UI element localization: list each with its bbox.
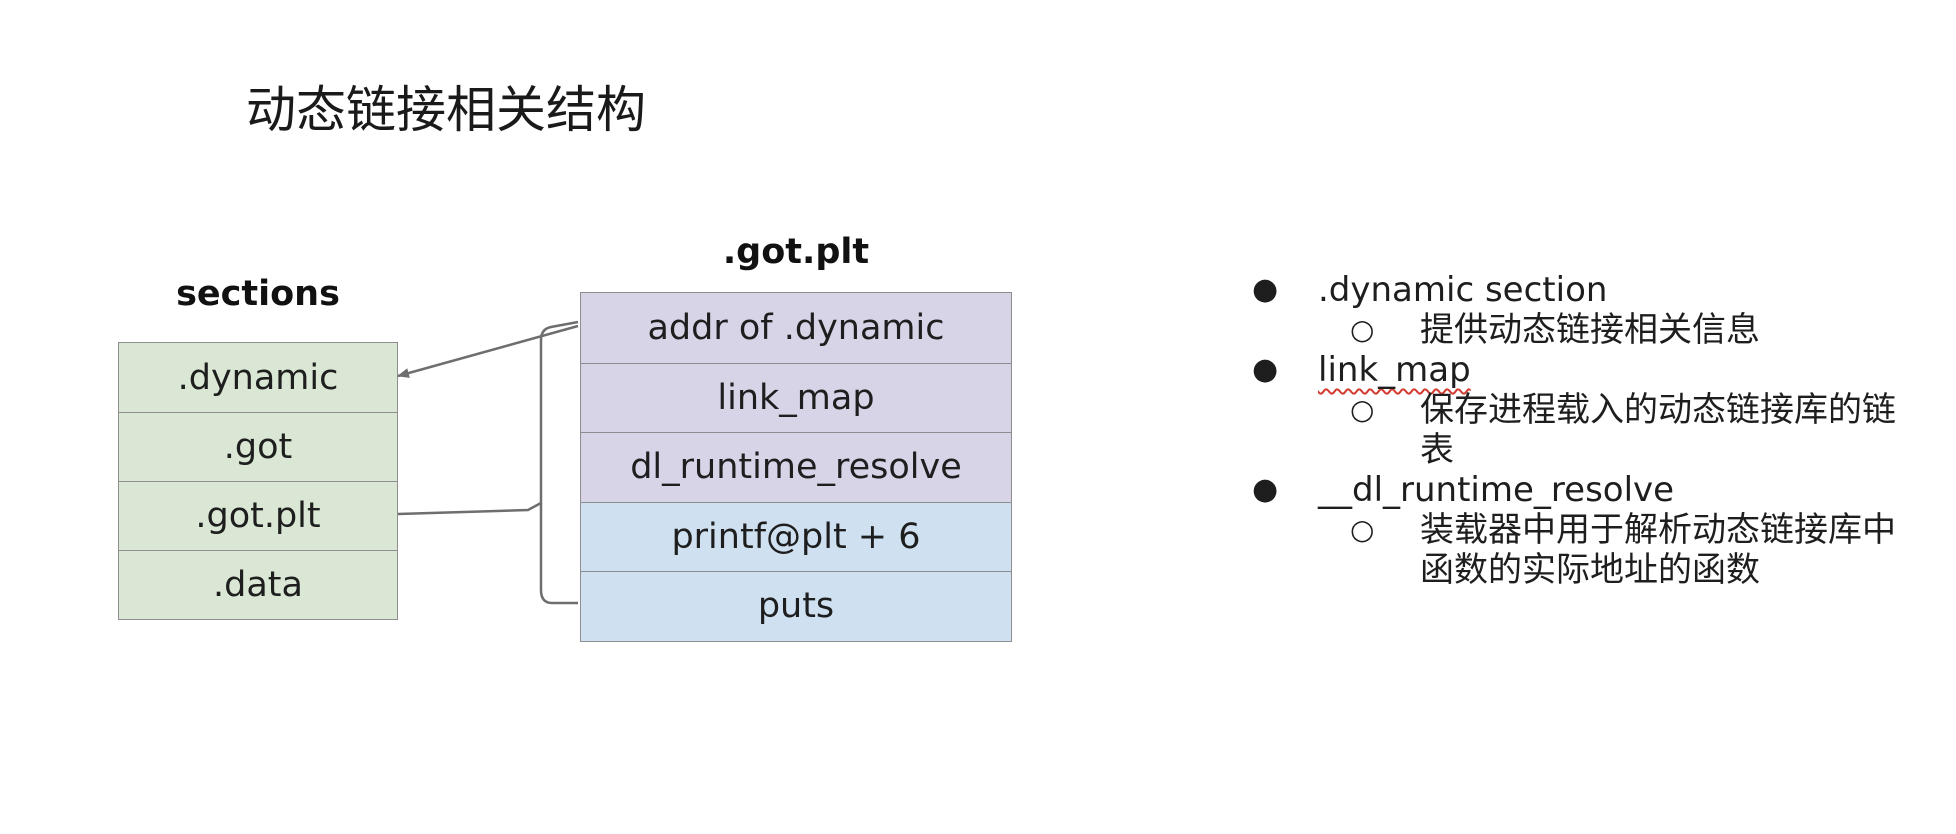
got-plt-table: addr of .dynamic link_map dl_runtime_res… [580,292,1012,642]
dynamic-arrow [397,324,579,378]
sections-header: sections [176,274,340,314]
got-plt-entry-addr-of-dynamic: addr of .dynamic [581,293,1011,363]
sub-bullet-circle-icon: ○ [1350,393,1375,426]
bullet-dot-icon: ● [1252,352,1279,387]
bullet-desc: 提供动态链接相关信息 [1420,310,1760,350]
got-plt-entry-dl-runtime-resolve: dl_runtime_resolve [581,432,1011,502]
bullet-term: __dl_runtime_resolve [1318,470,1675,510]
sub-bullet-circle-icon: ○ [1350,313,1375,346]
sub-bullet-dynamic-section: ○ 提供动态链接相关信息 [1240,310,1940,350]
sub-bullet-circle-icon: ○ [1350,513,1375,546]
bullet-link-map: ● link_map [1240,350,1940,390]
section-got-plt: .got.plt [119,481,397,550]
sub-bullet-link-map: ○ 保存进程载入的动态链接库的链表 [1240,390,1940,470]
section-dynamic: .dynamic [119,343,397,412]
slide-title: 动态链接相关结构 [246,81,646,139]
bullet-dot-icon: ● [1252,472,1279,507]
bullet-desc: 保存进程载入的动态链接库的链表 [1420,390,1896,470]
brace-connector [539,320,579,605]
bullet-term: link_map [1318,350,1471,390]
bullet-dl-runtime-resolve: ● __dl_runtime_resolve [1240,470,1940,510]
got-plt-header: .got.plt [722,232,870,272]
got-plt-link-line [397,501,542,516]
bullet-dot-icon: ● [1252,272,1279,307]
bullet-dynamic-section: ● .dynamic section [1240,270,1940,310]
section-got: .got [119,412,397,481]
got-plt-entry-link-map: link_map [581,362,1011,432]
got-plt-entry-printf-plt: printf@plt + 6 [581,501,1011,571]
bullet-desc: 装载器中用于解析动态链接库中函数的实际地址的函数 [1420,510,1896,590]
bullet-list: ● .dynamic section ○ 提供动态链接相关信息 ● link_m… [1240,270,1940,590]
sections-table: .dynamic .got .got.plt .data [118,342,398,620]
sub-bullet-dl-runtime-resolve: ○ 装载器中用于解析动态链接库中函数的实际地址的函数 [1240,510,1940,590]
bullet-term: .dynamic section [1318,270,1608,310]
section-data: .data [119,550,397,619]
got-plt-entry-puts: puts [581,571,1011,641]
